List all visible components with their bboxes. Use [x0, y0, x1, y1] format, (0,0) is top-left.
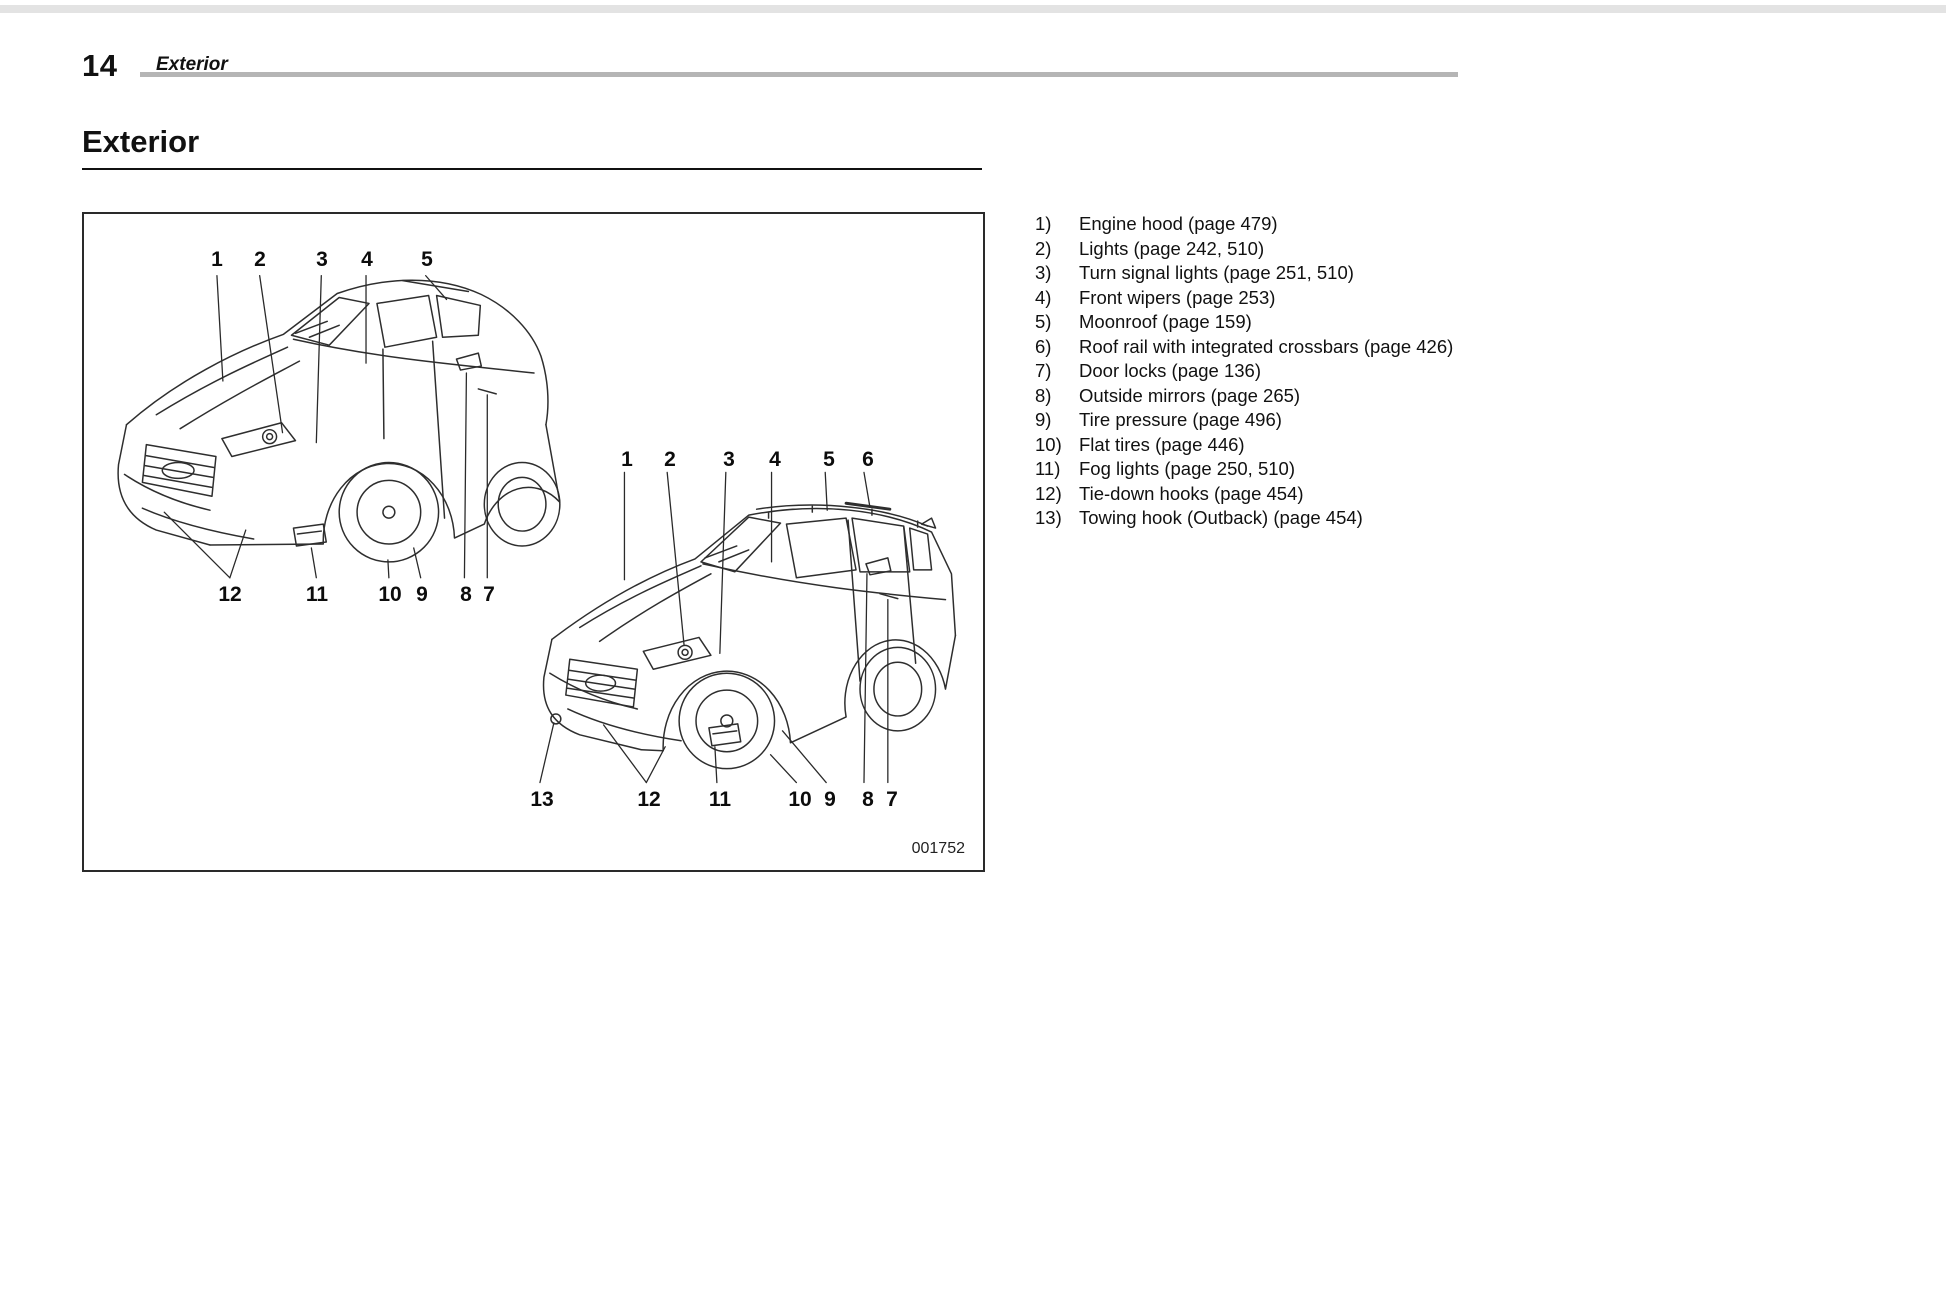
- legend-item-text: Turn signal lights (page 251, 510): [1079, 262, 1354, 283]
- legend-item: 11) Fog lights (page 250, 510): [1035, 457, 1463, 482]
- callout-number: 7: [483, 583, 495, 606]
- legend: 1) Engine hood (page 479) 2) Lights (pag…: [1035, 212, 1463, 531]
- callout-number: 6: [862, 448, 874, 471]
- callout-number: 7: [886, 788, 898, 811]
- legend-item-text: Front wipers (page 253): [1079, 286, 1276, 308]
- callout-number: 8: [862, 788, 874, 811]
- legend-item-text: Fog lights (page 250, 510): [1079, 458, 1295, 479]
- section-title: Exterior: [82, 124, 200, 159]
- legend-item-number: 5): [1035, 311, 1052, 332]
- legend-item-number: 3): [1035, 262, 1052, 283]
- legend-item: 13) Towing hook (Outback) (page 454): [1035, 506, 1463, 531]
- callout-number: 3: [316, 248, 328, 271]
- legend-item-number: 4): [1035, 286, 1052, 308]
- title-underline: [82, 168, 982, 170]
- callout-number: 12: [218, 583, 242, 606]
- callout-number: 10: [378, 583, 402, 606]
- page-number: 14: [82, 48, 118, 83]
- page-edge-strip: [0, 5, 1946, 13]
- legend-item-text: Door locks (page 136): [1079, 360, 1262, 381]
- legend-item: 7) Door locks (page 136): [1035, 359, 1463, 384]
- callout-number: 4: [769, 448, 781, 471]
- callout-number: 5: [421, 248, 433, 271]
- legend-item-text: Tie-down hooks (page 454): [1079, 482, 1304, 504]
- legend-item: 12) Tie-down hooks (page 454): [1035, 482, 1463, 507]
- callout-number: 11: [305, 583, 329, 606]
- sedan-illustration: [117, 279, 561, 563]
- wagon-illustration: [542, 501, 957, 770]
- callout-number: 9: [824, 788, 836, 811]
- legend-item-number: 7): [1035, 360, 1052, 381]
- callout-number: 1: [621, 448, 633, 471]
- callout-leader-lines: [163, 274, 889, 784]
- callout-number: 3: [723, 448, 735, 471]
- legend-item-text: Moonroof (page 159): [1079, 311, 1252, 332]
- figure-code: 001752: [911, 840, 965, 857]
- figure-canvas: 1 2 3 4 5 12 11 10 9 8 7 1 2 3 4 5 6 13 …: [84, 214, 983, 870]
- header-section-label: Exterior: [156, 54, 228, 75]
- legend-item-number: 11): [1035, 458, 1061, 479]
- legend-item: 8) Outside mirrors (page 265): [1035, 384, 1463, 409]
- callout-number: 10: [788, 788, 812, 811]
- legend-item: 9) Tire pressure (page 496): [1035, 408, 1463, 433]
- callout-number: 12: [637, 788, 661, 811]
- callout-number: 1: [211, 248, 223, 271]
- figure-panel: 1 2 3 4 5 12 11 10 9 8 7 1 2 3 4 5 6 13 …: [82, 212, 985, 872]
- legend-item-text: Lights (page 242, 510): [1079, 237, 1265, 259]
- callout-number: 9: [416, 583, 428, 606]
- legend-item-text: Engine hood (page 479): [1079, 213, 1278, 234]
- legend-item: 5) Moonroof (page 159): [1035, 310, 1463, 335]
- legend-item-text: Towing hook (Outback) (page 454): [1079, 507, 1363, 528]
- legend-item-number: 2): [1035, 237, 1052, 259]
- legend-item-text: Outside mirrors (page 265): [1079, 384, 1301, 406]
- legend-item-text: Roof rail with integrated crossbars (pag…: [1079, 335, 1454, 357]
- legend-item-number: 13): [1035, 507, 1062, 528]
- legend-item: 1) Engine hood (page 479): [1035, 212, 1463, 237]
- callout-number: 4: [361, 248, 373, 271]
- callout-number: 5: [823, 448, 835, 471]
- callout-number: 8: [460, 583, 472, 606]
- legend-item-number: 6): [1035, 335, 1052, 357]
- car-diagram: [117, 274, 957, 784]
- legend-item-number: 9): [1035, 409, 1052, 430]
- callout-number: 11: [708, 788, 732, 811]
- legend-item-number: 8): [1035, 384, 1052, 406]
- legend-item: 6) Roof rail with integrated crossbars (…: [1035, 335, 1463, 360]
- callout-number: 13: [530, 788, 554, 811]
- legend-item-number: 12): [1035, 482, 1062, 504]
- legend-item: 3) Turn signal lights (page 251, 510): [1035, 261, 1463, 286]
- legend-item: 2) Lights (page 242, 510): [1035, 237, 1463, 262]
- legend-item-text: Flat tires (page 446): [1079, 433, 1245, 455]
- legend-item-number: 10): [1035, 433, 1062, 455]
- legend-item-number: 1): [1035, 213, 1052, 234]
- header-rule: [140, 72, 1458, 77]
- legend-item: 4) Front wipers (page 253): [1035, 286, 1463, 311]
- legend-item-text: Tire pressure (page 496): [1079, 409, 1282, 430]
- legend-item: 10) Flat tires (page 446): [1035, 433, 1463, 458]
- callout-number: 2: [254, 248, 266, 271]
- callout-number: 2: [664, 448, 676, 471]
